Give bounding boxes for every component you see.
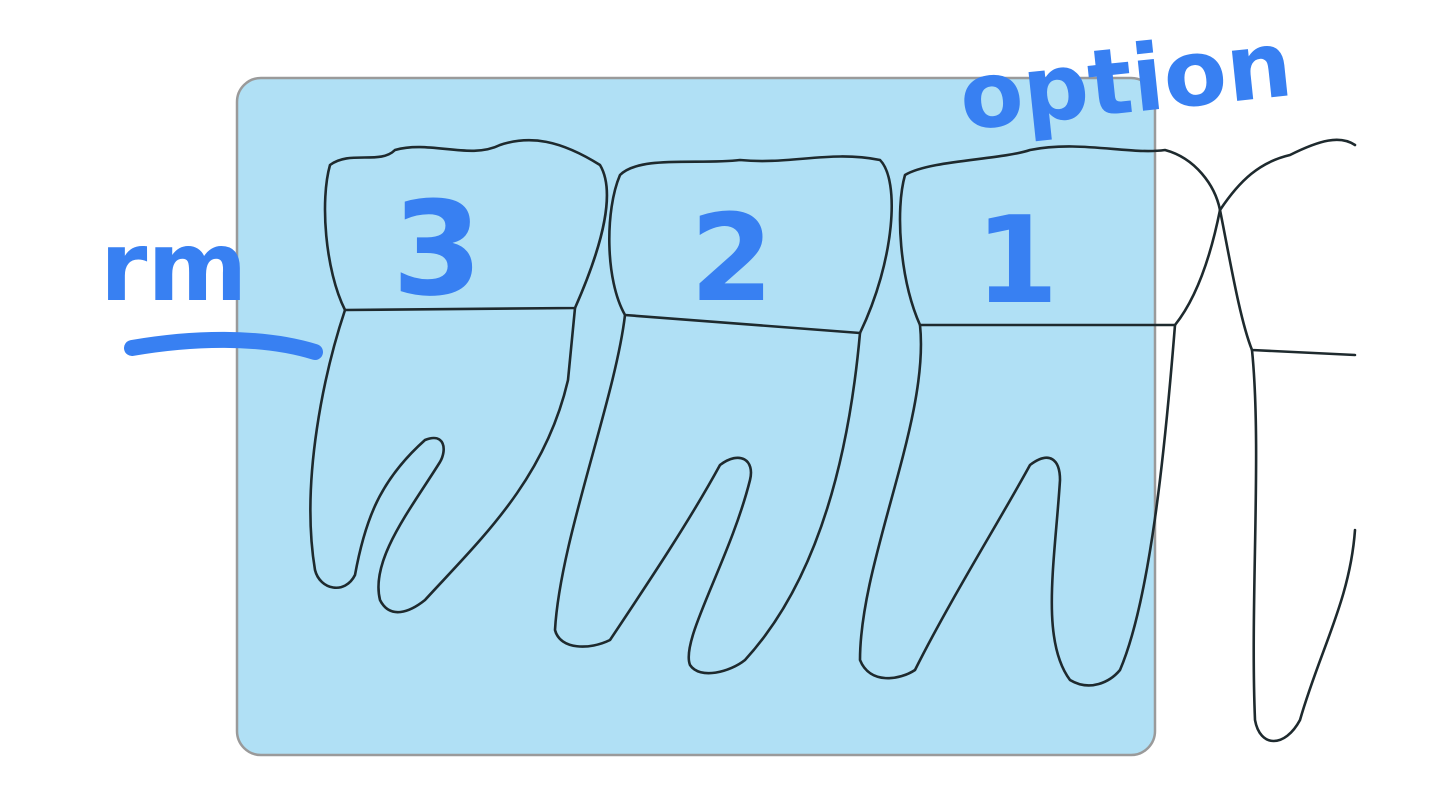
- annotation-tooth-3: 3: [392, 173, 482, 325]
- tooth-3: [309, 138, 609, 614]
- tooth-2: [553, 155, 893, 675]
- tooth-partial: [1218, 138, 1357, 743]
- annotation-tooth-2: 2: [690, 190, 774, 329]
- annotation-option: option: [954, 10, 1297, 151]
- annotation-rm: rm: [100, 211, 247, 323]
- annotation-underline: [124, 331, 323, 360]
- tooth-1: [858, 145, 1222, 687]
- annotation-tooth-1: 1: [975, 192, 1059, 331]
- highlight-box: [235, 76, 1157, 757]
